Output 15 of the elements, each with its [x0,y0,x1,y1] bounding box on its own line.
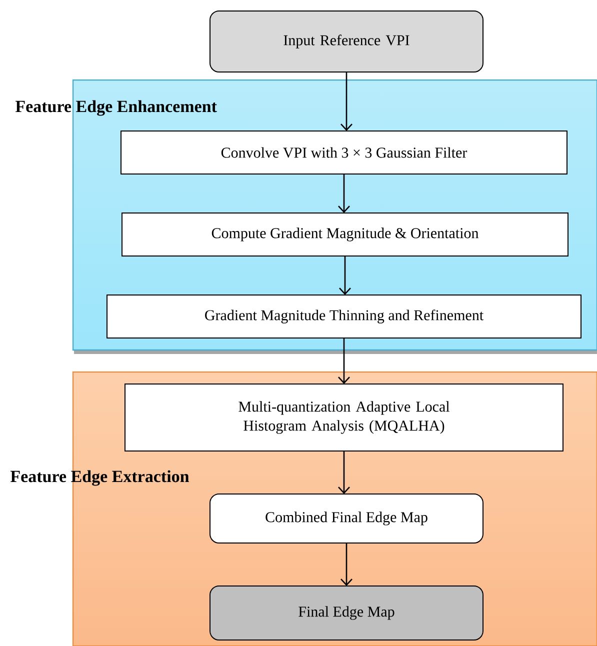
arrow [338,338,350,384]
arrow [338,451,350,494]
terminal-box: Final Edge Map [210,586,484,640]
arrow [340,72,352,131]
arrow [339,256,351,295]
process-box: Gradient Magnitude Thinning and Refinement [106,294,582,338]
process-box: Multi-quantization Adaptive Local Histogram Analysis (MQALHA) [124,384,564,452]
process-box: Convolve VPI with 3 × 3 Gaussian Filter [120,130,568,174]
process-box: Compute Gradient Magnitude & Orientation [122,212,568,256]
section-heading: Feature Edge Enhancement [16,100,217,116]
terminal-box: Input Reference VPI [210,10,484,72]
arrow [340,543,352,586]
section-heading: Feature Edge Extraction [10,470,190,486]
terminal-box: Combined Final Edge Map [210,494,484,544]
arrow [338,174,350,213]
